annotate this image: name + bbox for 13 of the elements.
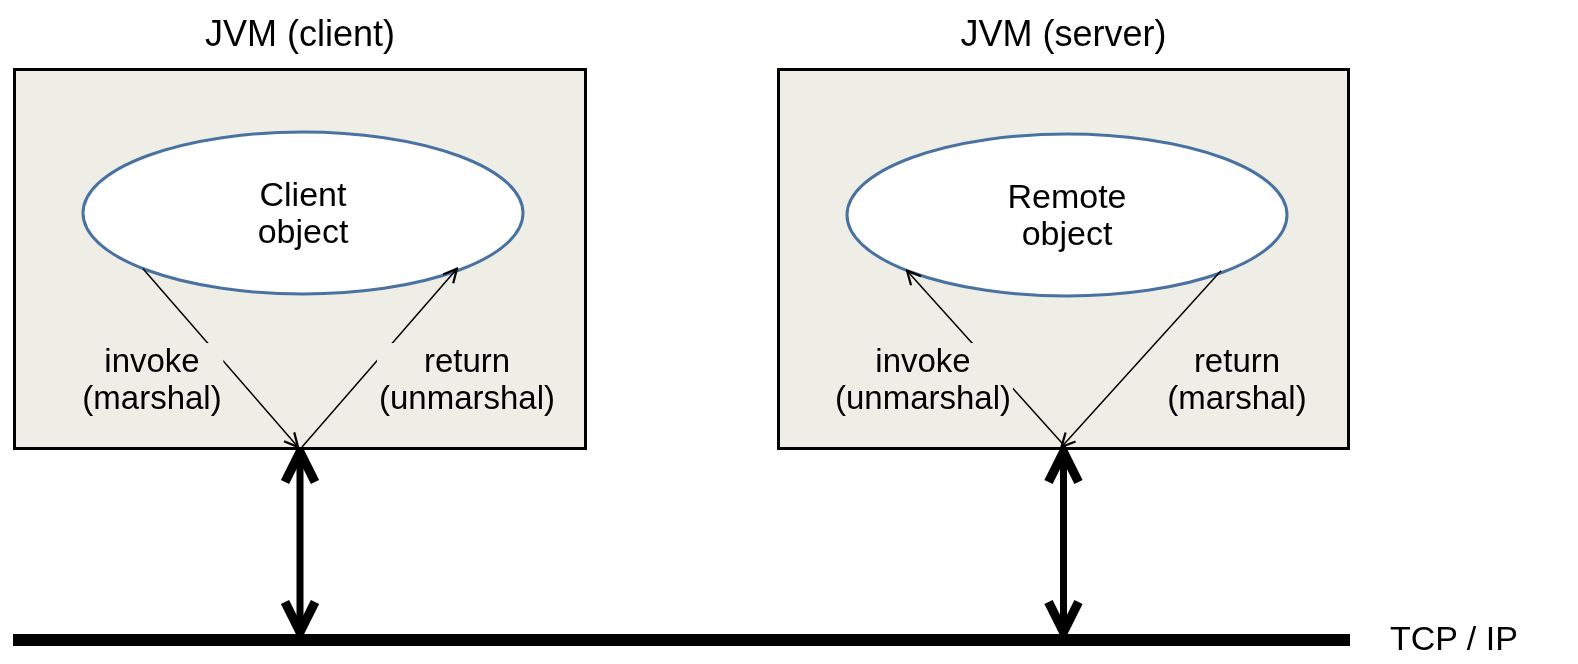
- arrow: [142, 267, 300, 449]
- arrow: [1060, 269, 1222, 449]
- object-label: Client object: [257, 176, 349, 250]
- object-ellipse: [81, 130, 525, 296]
- box-title: JVM (server): [959, 15, 1168, 54]
- arrow: [301, 267, 459, 448]
- double-arrow: [1043, 447, 1084, 637]
- network-label: TCP / IP: [1390, 620, 1518, 657]
- object-ellipse: [845, 132, 1289, 298]
- box-title: JVM (client): [204, 15, 396, 54]
- object-label: Remote object: [1007, 178, 1127, 252]
- network-bar: [13, 634, 1350, 646]
- double-arrow: [280, 447, 320, 637]
